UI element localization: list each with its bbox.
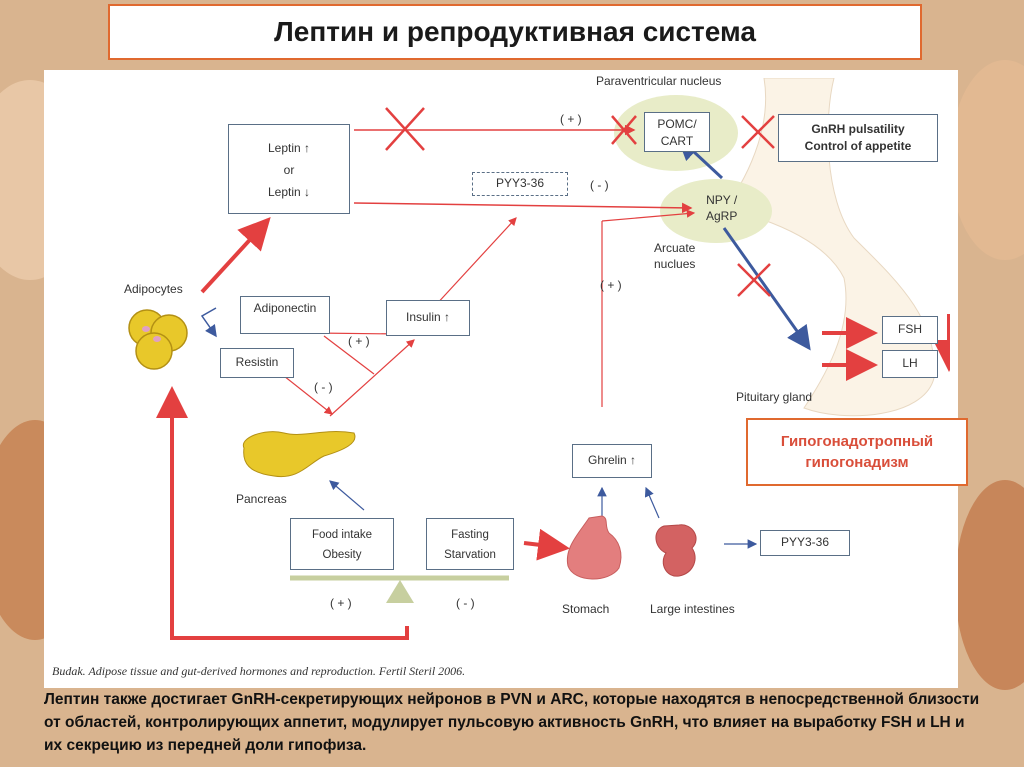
adiponectin-box: Adiponectin xyxy=(240,296,330,334)
pyy-bottom-box: PYY3-36 xyxy=(760,530,850,556)
diagram-canvas: Paraventricular nucleus POMC/ CART NPY /… xyxy=(124,74,950,664)
description-text: Лептин также достигает GnRH-секретирующи… xyxy=(44,691,980,754)
leptin-box: Leptin ↑ or Leptin ↓ xyxy=(228,124,350,214)
lh-box: LH xyxy=(882,350,938,378)
arcuate-ellipse xyxy=(660,179,772,243)
minus-top-label: ( - ) xyxy=(590,178,609,192)
pomc-cart-box: POMC/ CART xyxy=(644,112,710,152)
background-texture xyxy=(950,60,1024,260)
scale-plus-label: ( + ) xyxy=(330,596,352,610)
food-intake-box: Food intake Obesity xyxy=(290,518,394,570)
pituitary-label: Pituitary gland xyxy=(736,390,813,404)
fsh-box: FSH xyxy=(882,316,938,344)
background-texture xyxy=(955,480,1024,690)
gnrh-box: GnRH pulsatility Control of appetite xyxy=(778,114,938,162)
stomach-label: Stomach xyxy=(562,602,610,616)
paraventricular-label: Paraventricular nucleus xyxy=(596,74,722,88)
diagram-graphics xyxy=(128,78,950,640)
pancreas-shape xyxy=(242,431,356,478)
stomach-shape xyxy=(566,515,622,580)
scale-minus-label: ( - ) xyxy=(456,596,475,610)
npy-agrp-label: NPY / AgRP xyxy=(706,193,738,223)
resistin-box: Resistin xyxy=(220,348,294,378)
large-intestines-label: Large intestines xyxy=(650,602,735,616)
pancreas-label: Pancreas xyxy=(236,492,287,506)
ghrelin-box: Ghrelin ↑ xyxy=(572,444,652,478)
citation: Budak. Adipose tissue and gut-derived ho… xyxy=(52,664,466,678)
intestines-shape xyxy=(655,524,697,577)
title-box: Лептин и репродуктивная система xyxy=(108,4,922,60)
arcuate-label: Arcuate nuclues xyxy=(654,241,696,271)
plus-top-label: ( + ) xyxy=(560,112,582,126)
page-title: Лептин и репродуктивная система xyxy=(274,16,756,47)
adipocytes-label: Adipocytes xyxy=(124,282,183,296)
fasting-box: Fasting Starvation xyxy=(426,518,514,570)
plus-ghrelin-label: ( + ) xyxy=(600,278,622,292)
pyy-top-box: PYY3-36 xyxy=(472,172,568,196)
diagram-panel: Paraventricular nucleus POMC/ CART NPY /… xyxy=(44,70,958,688)
plus-adipo-label: ( + ) xyxy=(348,334,370,348)
minus-resistin-label: ( - ) xyxy=(314,380,333,394)
hypogonadism-box: Гипогонадотропный гипогонадизм xyxy=(746,418,968,486)
insulin-box: Insulin ↑ xyxy=(386,300,470,336)
